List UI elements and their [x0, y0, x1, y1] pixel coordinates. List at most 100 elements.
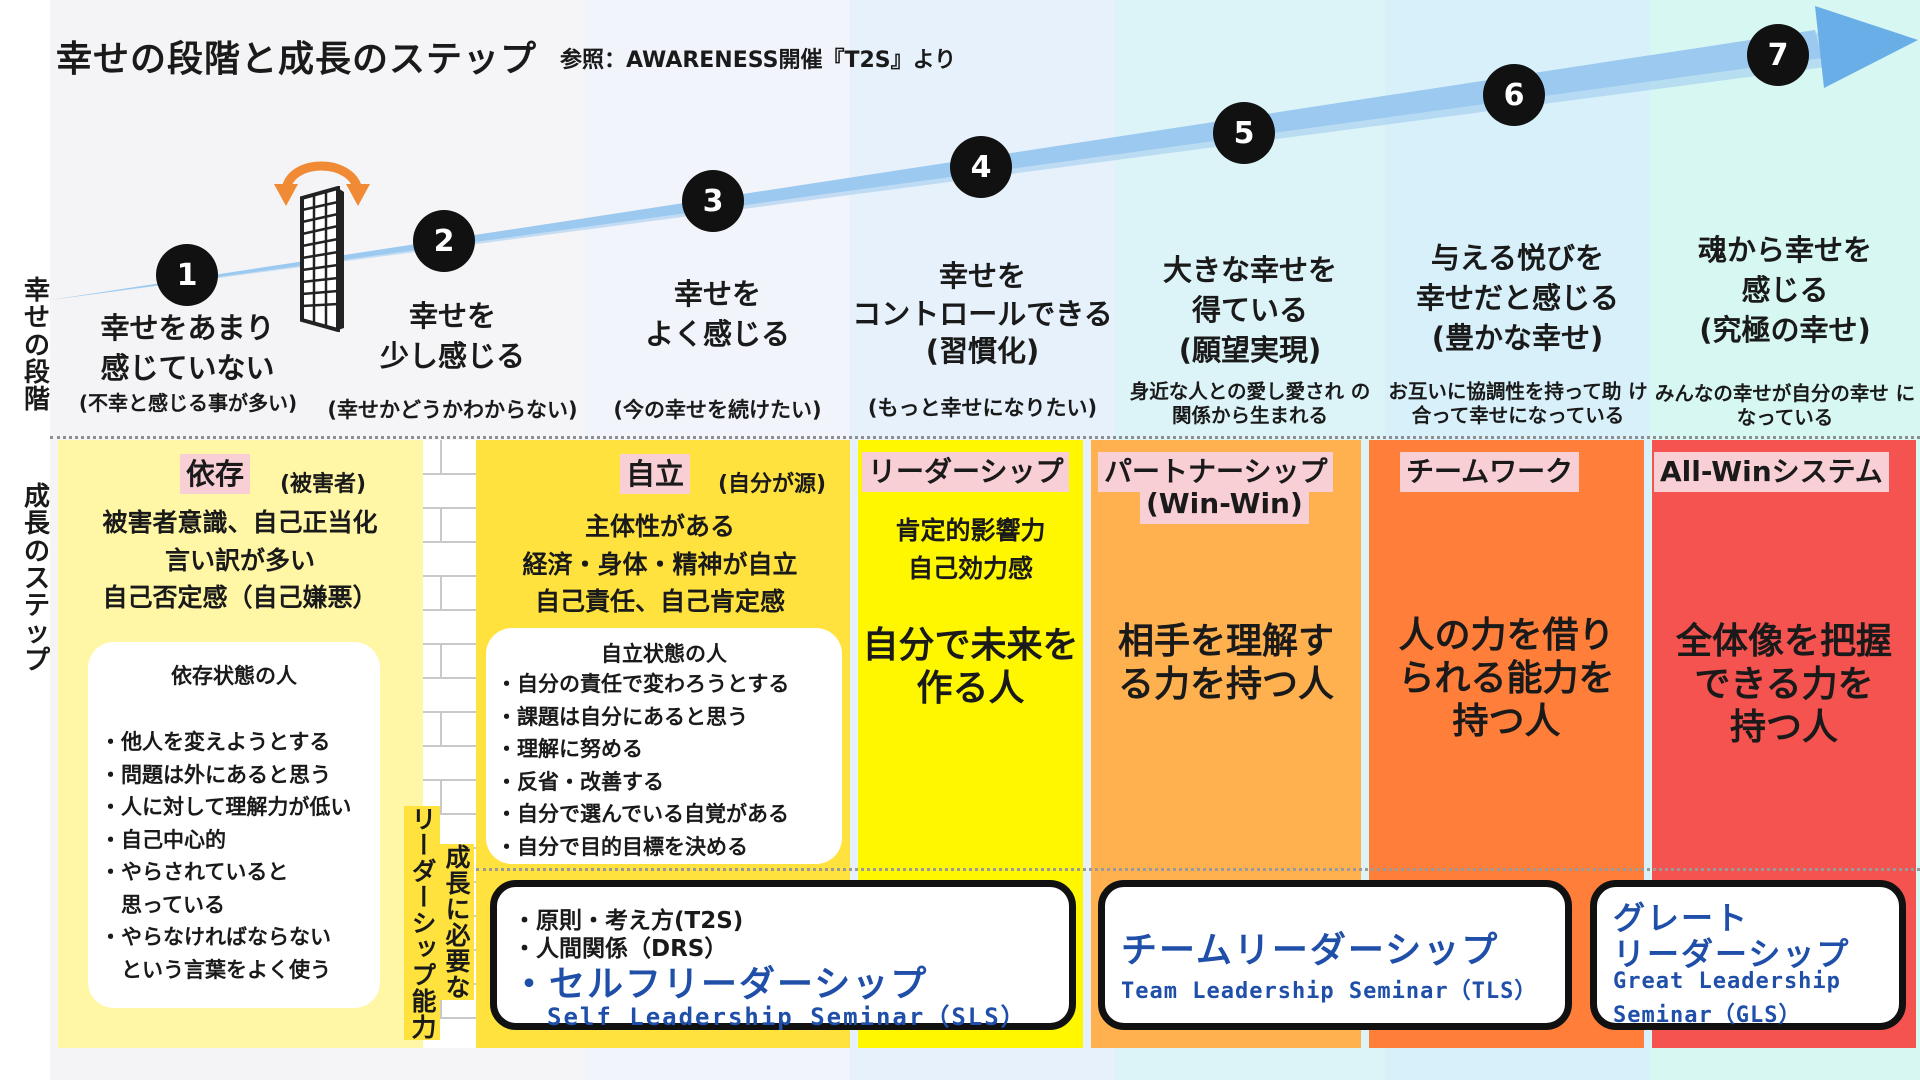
list-item: 課題は自分にあると思う: [496, 701, 789, 734]
stage-5-line-1: 大きな幸せを: [1162, 253, 1337, 287]
step-number-4: 4: [950, 136, 1012, 198]
list-item: 思っている: [121, 892, 225, 917]
teamwork-big-3: 持つ人: [1452, 701, 1561, 743]
list-item: やらなければならない: [100, 921, 351, 954]
stage-5-sub: 身近な人との愛し愛され の関係から生まれる: [1129, 380, 1371, 428]
stage-7-line-3: (究極の幸せ): [1699, 313, 1871, 348]
step-number-2: 2: [413, 210, 475, 272]
stage-7-text: 魂から幸せを 感じる (究極の幸せ): [1650, 230, 1920, 350]
stage-4-line-2: コントロールできる: [852, 296, 1113, 331]
dependence-body-3: 自己否定感（自己嫌悪）: [102, 583, 378, 612]
independence-card: 自立状態の人 自分の責任で変わろうとする 課題は自分にあると思う 理解に努める …: [486, 628, 842, 864]
stage-2-line-1: 幸せを: [408, 299, 496, 333]
leadership-body: 肯定的影響力 自己効力感: [858, 512, 1083, 587]
rotate-arrow-icon: [274, 161, 370, 206]
independence-body-2: 経済・身体・精神が自立: [522, 549, 798, 579]
independence-card-title: 自立状態の人: [601, 642, 727, 666]
stage-6-sub: お互いに協調性を持って助 け合って幸せになっている: [1388, 380, 1648, 428]
seminar-tls: チームリーダーシップ Team Leadership Seminar（TLS）: [1098, 880, 1572, 1030]
step-number-7: 7: [1747, 24, 1809, 86]
dependence-card-title: 依存状態の人: [171, 664, 297, 688]
allwin-big-2: できる力を: [1694, 664, 1874, 706]
step-number-1: 1: [156, 244, 218, 306]
independence-paren: (自分が源): [718, 472, 827, 497]
list-item: という言葉をよく使う: [121, 957, 331, 982]
seminar-gls: グレート リーダーシップ Great Leadership Seminar（GL…: [1590, 880, 1906, 1030]
seminar-gls-sub-1: Great Leadership: [1613, 969, 1841, 994]
row-label-growth-text: 成長のステップ: [23, 482, 50, 676]
seminar-gls-main-2: リーダーシップ: [1613, 935, 1851, 973]
seminar-sls-sub: Self Leadership Seminar（SLS）: [547, 1003, 1027, 1031]
independence-body: 主体性がある 経済・身体・精神が自立 自己責任、自己肯定感: [480, 508, 840, 621]
stage-1-line-2: 感じていない: [100, 351, 275, 386]
stage-4-line-1: 幸せを: [938, 259, 1026, 293]
list-item: 自分で目的目標を決める: [496, 831, 789, 864]
seminar-gls-sub-2: Seminar（GLS）: [1613, 1003, 1802, 1028]
seminar-sls-line-2: ・人間関係（DRS）: [513, 936, 728, 962]
dependence-body: 被害者意識、自己正当化 言い訳が多い 自己否定感（自己嫌悪）: [60, 504, 420, 617]
stage-5-text: 大きな幸せを 得ている (願望実現): [1115, 250, 1385, 370]
dependence-card: 依存状態の人 他人を変えようとする 問題は外にあると思う 人に対して理解力が低い…: [88, 642, 380, 1008]
teamwork-big: 人の力を借り られる能力を 持つ人: [1369, 614, 1644, 744]
list-item: 反省・改善する: [496, 766, 789, 799]
partnership-big: 相手を理解す る力を持つ人: [1091, 620, 1361, 706]
dependence-body-2: 言い訳が多い: [164, 545, 315, 575]
stage-1-text: 幸せをあまり 感じていない: [60, 308, 315, 388]
stage-2-text: 幸せを 少し感じる: [320, 296, 585, 376]
seminar-tls-sub: Team Leadership Seminar（TLS）: [1121, 979, 1538, 1004]
teamwork-big-2: られる能力を: [1398, 658, 1615, 700]
stage-1-sub: (不幸と感じる事が多い): [78, 391, 298, 415]
row-label-growth: 成長のステップ: [20, 482, 54, 676]
stage-3-line-1: 幸せを: [673, 277, 761, 311]
partnership-big-1: 相手を理解す: [1117, 621, 1334, 662]
stage-2-line-2: 少し感じる: [379, 339, 525, 374]
stage-7-line-1: 魂から幸せを: [1697, 233, 1872, 267]
stage-4-line-3: (習慣化): [925, 334, 1040, 369]
leadership-head: リーダーシップ: [862, 452, 1070, 492]
seminar-sls-main: ・セルフリーダーシップ: [511, 964, 929, 1005]
stage-6-text: 与える悦びを 幸せだと感じる (豊かな幸せ): [1385, 238, 1650, 358]
brick-wall-icon: [300, 186, 344, 332]
leadership-body-2: 自己効力感: [907, 553, 1033, 583]
list-item: やらされていると: [100, 856, 351, 889]
stage-4-text: 幸せを コントロールできる (習慣化): [850, 258, 1115, 371]
stage-3-line-2: よく感じる: [644, 317, 790, 352]
dependence-list: 他人を変えようとする 問題は外にあると思う 人に対して理解力が低い 自己中心的 …: [100, 726, 351, 986]
stage-6-line-1: 与える悦びを: [1430, 241, 1605, 275]
leadership-body-1: 肯定的影響力: [895, 516, 1046, 545]
teamwork-head: チームワーク: [1400, 452, 1580, 492]
wall-label-2: リーダーシップ能力: [404, 806, 440, 1040]
independence-list: 自分の責任で変わろうとする 課題は自分にあると思う 理解に努める 反省・改善する…: [496, 668, 789, 863]
stage-divider: [50, 436, 1920, 439]
leadership-big: 自分で未来を 作る人: [858, 624, 1083, 710]
list-item: 理解に努める: [496, 733, 789, 766]
row-label-happiness: 幸せの段階: [20, 277, 54, 414]
independence-body-3: 自己責任、自己肯定感: [534, 587, 785, 616]
stage-7-sub: みんなの幸せが自分の幸せ になっている: [1654, 382, 1916, 430]
stage-6-line-3: (豊かな幸せ): [1431, 321, 1604, 356]
dependence-body-1: 被害者意識、自己正当化: [102, 508, 378, 537]
allwin-big-1: 全体像を把握: [1675, 621, 1892, 662]
allwin-head: All-Winシステム: [1654, 452, 1889, 492]
stage-1-line-1: 幸せをあまり: [100, 311, 275, 345]
stage-3-sub: (今の幸せを続けたい): [613, 398, 822, 422]
seminar-gls-main-1: グレート: [1613, 899, 1750, 937]
independence-head: 自立: [620, 454, 691, 494]
seminar-divider: [476, 868, 1920, 871]
seminar-sls-line-1: ・原則・考え方(T2S): [513, 908, 744, 934]
dependence-head: 依存: [180, 454, 251, 494]
reference-note: 参照：AWARENESS開催『T2S』より: [560, 48, 957, 73]
list-item: 問題は外にあると思う: [100, 759, 351, 792]
dependence-paren: (被害者): [280, 472, 367, 497]
seminar-tls-main: チームリーダーシップ: [1121, 930, 1500, 971]
partnership-big-2: る力を持つ人: [1117, 664, 1334, 706]
page-title: 幸せの段階と成長のステップ: [56, 39, 538, 80]
list-item: 自分で選んでいる自覚がある: [496, 798, 789, 831]
step-number-6: 6: [1483, 64, 1545, 126]
seminar-sls: ・原則・考え方(T2S) ・人間関係（DRS） ・セルフリーダーシップ Self…: [490, 880, 1076, 1031]
stage-6-line-2: 幸せだと感じる: [1415, 281, 1619, 316]
stage-2-sub: (幸せかどうかわからない): [327, 398, 578, 422]
step-number-3: 3: [682, 170, 744, 232]
leadership-big-1: 自分で未来を: [862, 625, 1079, 666]
stage-3-text: 幸せを よく感じる: [585, 274, 850, 354]
